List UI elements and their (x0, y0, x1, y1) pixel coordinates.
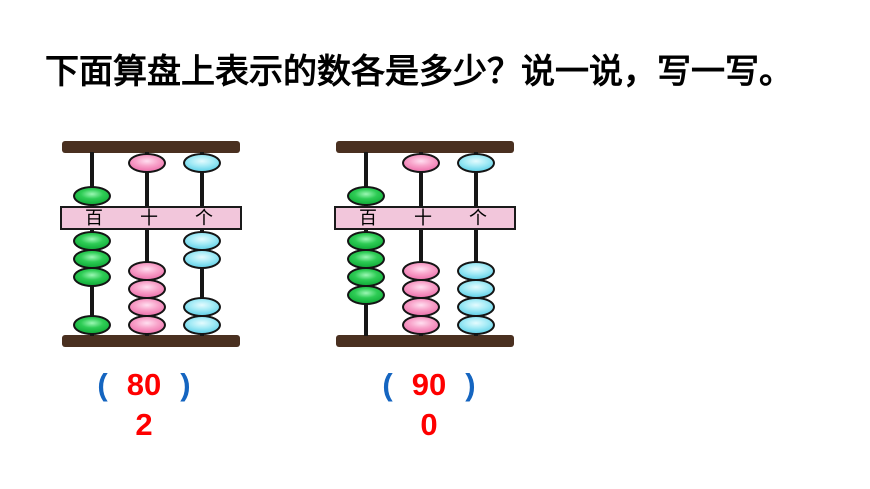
answer-open-paren: ( (382, 367, 393, 402)
bead-cyan (457, 315, 495, 335)
bead-pink (402, 279, 440, 299)
abacus-top-bar (336, 141, 514, 153)
bead-pink (402, 261, 440, 281)
bead-pink (402, 153, 440, 173)
answer-line-1: ( 80 ) (80, 366, 208, 404)
bead-cyan (183, 153, 221, 173)
bead-green (347, 267, 385, 287)
bead-green (73, 249, 111, 269)
bead-green (73, 315, 111, 335)
bead-pink (402, 315, 440, 335)
bead-cyan (183, 315, 221, 335)
bead-green (347, 249, 385, 269)
bead-cyan (457, 153, 495, 173)
place-label: 十 (140, 208, 158, 229)
bead-pink (128, 279, 166, 299)
bead-cyan (457, 261, 495, 281)
answer-block-left: ( 80 ) 2 (80, 366, 208, 444)
abacus-top-bar (62, 141, 240, 153)
page-title: 下面算盘上表示的数各是多少？说一说，写一写。 (45, 53, 793, 91)
bead-pink (128, 153, 166, 173)
answer-open-paren: ( (97, 367, 108, 402)
place-value-beam: 百十个 (60, 206, 242, 230)
bead-cyan (457, 279, 495, 299)
answer-line-2: 2 (80, 406, 208, 444)
abacus-right: 百十个 (334, 141, 516, 347)
bead-cyan (183, 297, 221, 317)
abacus-bottom-bar (336, 335, 514, 347)
answer-top-digits: 80 (126, 367, 162, 402)
abacus-bottom-bar (62, 335, 240, 347)
place-label: 百 (359, 208, 377, 229)
abacus-rod (419, 152, 423, 336)
answer-line-2: 0 (365, 406, 493, 444)
abacus-left: 百十个 (60, 141, 242, 347)
bead-green (73, 231, 111, 251)
bead-cyan (183, 249, 221, 269)
bead-cyan (183, 231, 221, 251)
bead-green (347, 285, 385, 305)
answer-close-paren: ) (465, 367, 476, 402)
place-label: 个 (195, 208, 213, 229)
abacus-rod (474, 152, 478, 336)
place-value-beam: 百十个 (334, 206, 516, 230)
bead-green (347, 231, 385, 251)
bead-pink (402, 297, 440, 317)
answer-line-1: ( 90 ) (365, 366, 493, 404)
bead-pink (128, 315, 166, 335)
abacus-rod (145, 152, 149, 336)
place-label: 百 (85, 208, 103, 229)
place-label: 十 (414, 208, 432, 229)
place-label: 个 (469, 208, 487, 229)
answer-bottom-digit: 0 (420, 407, 438, 442)
bead-green (347, 186, 385, 206)
bead-pink (128, 297, 166, 317)
answer-block-right: ( 90 ) 0 (365, 366, 493, 444)
answer-bottom-digit: 2 (135, 407, 153, 442)
bead-cyan (457, 297, 495, 317)
bead-pink (128, 261, 166, 281)
answer-top-digits: 90 (411, 367, 447, 402)
bead-green (73, 267, 111, 287)
answer-close-paren: ) (180, 367, 191, 402)
bead-green (73, 186, 111, 206)
